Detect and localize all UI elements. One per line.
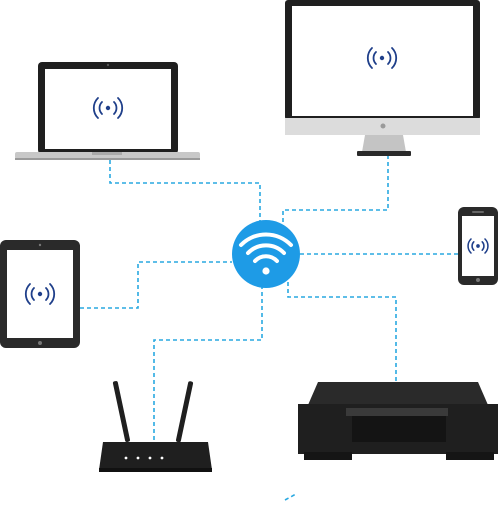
- wireless-signal-icon: [24, 283, 56, 305]
- desktop-monitor: [285, 0, 480, 156]
- wifi-icon: [239, 232, 293, 275]
- wireless-signal-icon: [92, 97, 124, 119]
- wireless-signal-icon: [467, 238, 489, 254]
- connection-monitor: [282, 155, 389, 226]
- connection-router: [153, 285, 263, 442]
- connection-printer: [287, 282, 397, 382]
- wifi-hub: [232, 220, 300, 288]
- connection-lines: [80, 155, 458, 501]
- connection-tablet: [80, 261, 232, 309]
- laptop: [15, 62, 200, 160]
- printer: [298, 382, 498, 460]
- connection-laptop: [109, 160, 261, 225]
- router: [99, 381, 212, 472]
- wireless-signal-icon: [366, 47, 398, 69]
- connection-stub: [284, 493, 297, 501]
